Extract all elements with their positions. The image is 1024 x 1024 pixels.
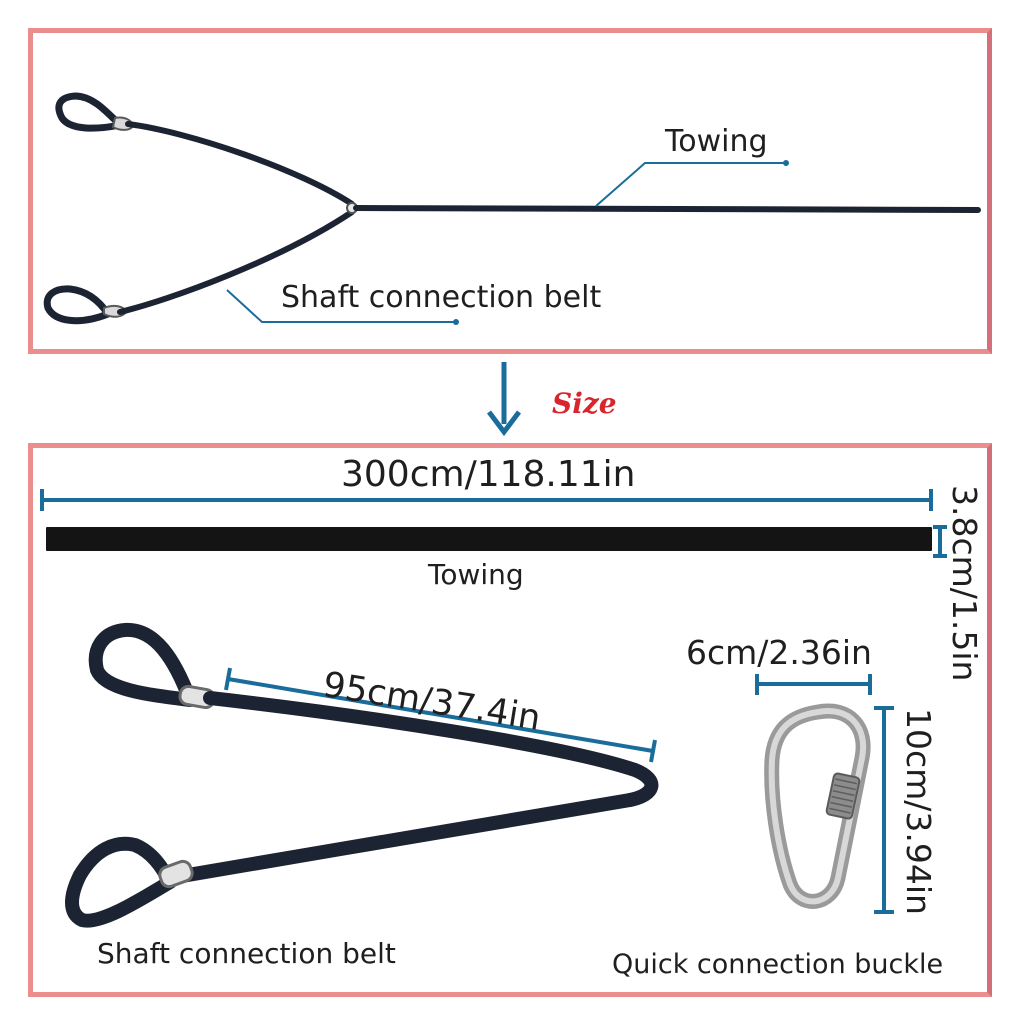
size-heading: Size — [552, 387, 617, 420]
towing-label: Towing — [428, 558, 524, 591]
shaft-callout-line — [226, 289, 456, 323]
size-detail-panel — [28, 443, 992, 997]
top-lower-loop — [43, 285, 112, 325]
buckle-width-label: 6cm/2.36in — [686, 633, 872, 672]
shaft-upper-loop — [88, 622, 197, 707]
shaft-length-dimension — [224, 667, 657, 763]
towing-callout-dot — [783, 160, 789, 166]
towing-length-label: 300cm/118.11in — [341, 454, 636, 495]
top-assembly — [43, 92, 981, 325]
buckle-height-dimension — [874, 706, 894, 914]
carabiner-icon — [764, 703, 871, 909]
towing-strap — [46, 527, 932, 551]
top-towing-strap — [353, 205, 981, 213]
towing-width-label: 3.8cm/1.5in — [945, 485, 984, 682]
arrow-down-icon — [487, 362, 521, 437]
towing-length-dimension — [40, 489, 933, 511]
shaft-band-upper — [203, 691, 659, 807]
buckle-height-label: 10cm/3.94in — [899, 708, 938, 915]
top-overview-panel — [28, 28, 992, 354]
top-shaft-belt-label: Shaft connection belt — [281, 280, 602, 315]
top-callouts — [226, 160, 789, 325]
top-towing-label: Towing — [665, 124, 768, 159]
shaft-belt-label: Shaft connection belt — [97, 937, 396, 970]
shaft-callout-dot — [453, 319, 459, 325]
top-upper-loop — [55, 92, 124, 132]
towing-width-dimension — [933, 525, 947, 558]
top-upper-arm — [125, 121, 355, 207]
top-lower-arm — [117, 209, 355, 315]
shaft-connection-belt — [65, 622, 659, 928]
buckle-label: Quick connection buckle — [612, 949, 944, 980]
buckle-width-dimension — [755, 674, 872, 695]
towing-callout-line — [595, 162, 786, 207]
shaft-lower-buckle — [158, 859, 194, 889]
shaft-lower-loop — [65, 836, 177, 928]
shaft-band-lower — [175, 793, 637, 883]
